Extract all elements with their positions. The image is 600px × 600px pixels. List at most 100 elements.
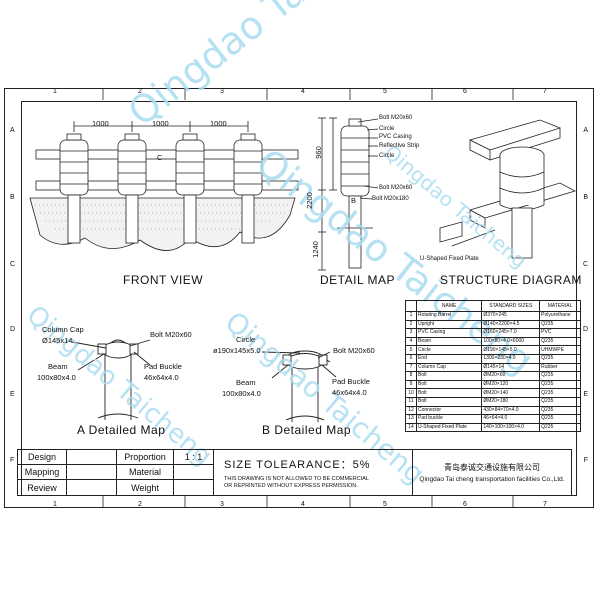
bom-row-material: Q235: [539, 422, 581, 433]
front-spacing-label: 1000: [152, 119, 169, 128]
bom-row-name: Column Cap: [415, 362, 483, 373]
tb-weight-value: [173, 479, 214, 496]
row-letter: E: [583, 391, 588, 398]
tb-notes: SIZE TOLEARANCE：5% THIS DRAWING IS NOT A…: [213, 449, 413, 496]
bom-row-material: Q235: [539, 388, 581, 398]
row-letter: D: [10, 326, 16, 333]
row-letter: C: [10, 261, 16, 268]
col-number: 1: [53, 501, 57, 508]
bom-header-size: STANDARD SIZES: [481, 300, 541, 312]
bom-row-size: ØM20×180: [481, 396, 541, 407]
b-map-title: B Detailed Map: [262, 423, 352, 437]
structure-title: STRUCTURE DIAGRAM: [440, 273, 582, 287]
bom-row-material: Q235: [539, 396, 581, 407]
bom-row-no: 4: [405, 336, 417, 347]
row-letter: B: [583, 194, 588, 201]
callout-bolt-2: Bolt M20x60: [379, 185, 413, 191]
plate-label: U-Shaped Fixed Plate: [420, 256, 479, 262]
dim-2200: 2200: [304, 192, 314, 209]
row-letter: F: [583, 457, 588, 464]
a-pad-size: 46x64x4.0: [144, 373, 179, 382]
bom-row-material: Q235: [539, 379, 581, 390]
bom-row-name: Bolt: [415, 371, 483, 381]
bom-row-size: 46×64×4.0: [481, 414, 541, 424]
bom-row-no: 2: [405, 319, 417, 330]
tb-review-value: [66, 479, 117, 496]
bom-row-no: 3: [405, 328, 417, 338]
bom-row-material: Rubber: [539, 362, 581, 373]
b-pad: Pad Buckle: [332, 377, 370, 386]
bom-row-material: Q235: [539, 371, 581, 381]
bom-row-name: End: [415, 353, 483, 364]
tb-proportion: Proportion: [116, 449, 174, 465]
bom-row-no: 10: [405, 388, 417, 398]
col-number: 2: [138, 88, 142, 95]
tb-material-value: [173, 464, 214, 480]
col-number: 4: [301, 501, 305, 508]
bom-row-no: 5: [405, 345, 417, 355]
row-letter: A: [10, 127, 15, 134]
front-mark-c: C: [157, 153, 163, 162]
a-map-title: A Detailed Map: [77, 423, 166, 437]
bom-header-name: NAME: [415, 300, 483, 312]
row-letter: B: [10, 194, 15, 201]
bom-row-size: 430×84×70×4.0: [481, 405, 541, 416]
b-circle-size: ø190x145x5.0: [213, 346, 261, 355]
bom-row-material: Q235: [539, 414, 581, 424]
a-beam-size: 100x80x4.0: [37, 373, 76, 382]
detail-mark-b: B: [351, 196, 357, 205]
bom-row-no: 11: [405, 396, 417, 407]
bom-row-no: 14: [405, 422, 417, 433]
row-letter: D: [582, 326, 588, 333]
bom-row-name: Pad buckle: [415, 414, 483, 424]
bom-row-no: 12: [405, 405, 417, 416]
bom-row-material: PVC: [539, 328, 581, 338]
callout-bolt: Bolt M20x60: [379, 115, 413, 121]
front-spacing-label: 1000: [210, 119, 227, 128]
dim-960: 960: [313, 146, 323, 159]
detail-map-title: DETAIL MAP: [320, 273, 396, 287]
row-letter: A: [583, 127, 588, 134]
bom-row-size: Ø160×245×7.0: [481, 328, 541, 338]
col-number: 1: [53, 88, 57, 95]
bom-row-size: Ø145×14: [481, 362, 541, 373]
tb-scale: 1 : 1: [173, 449, 214, 465]
bom-row-name: U-Shaped Fixed Plate: [415, 422, 483, 433]
tb-notice-2: OR REPRINTED WITHOUT EXPRESS PERMISSION.: [224, 483, 358, 489]
dim-1240: 1240: [310, 241, 320, 258]
callout-pvc: PVC Casing: [379, 134, 412, 140]
tb-design: Design: [17, 449, 67, 465]
a-column-cap: Column Cap: [42, 325, 84, 334]
bom-row-name: Bolt: [415, 396, 483, 407]
col-number: 6: [463, 88, 467, 95]
title-block: Design Mapping Review Proportion 1 : 1 M…: [17, 449, 572, 496]
row-letter: E: [10, 391, 15, 398]
bom-row-no: 7: [405, 362, 417, 373]
tb-notice-1: THIS DRAWING IS NOT ALLOWED TO BE COMMER…: [224, 476, 369, 482]
callout-circle-2: Circle: [379, 153, 395, 159]
b-pad-size: 46x64x4.0: [332, 388, 367, 397]
bom-row-name: Connector: [415, 405, 483, 416]
bom-row-size: ØM20×140: [481, 388, 541, 398]
bom-header-material: MATERIAL: [539, 300, 581, 312]
col-number: 3: [220, 88, 224, 95]
bom-row-no: 8: [405, 371, 417, 381]
bom-row-name: Beam: [415, 336, 483, 347]
tb-company-en: Qingdao Tai cheng transportation facilit…: [419, 476, 565, 483]
bom-row-name: Circle: [415, 345, 483, 355]
tb-company: 青岛泰诚交通设施有限公司 Qingdao Tai cheng transport…: [412, 449, 572, 496]
bom-row-size: ØM20×60: [481, 371, 541, 381]
row-letter: F: [10, 457, 15, 464]
callout-reflective: Reflective Strip: [379, 143, 420, 149]
bom-row-name: Upright: [415, 319, 483, 330]
